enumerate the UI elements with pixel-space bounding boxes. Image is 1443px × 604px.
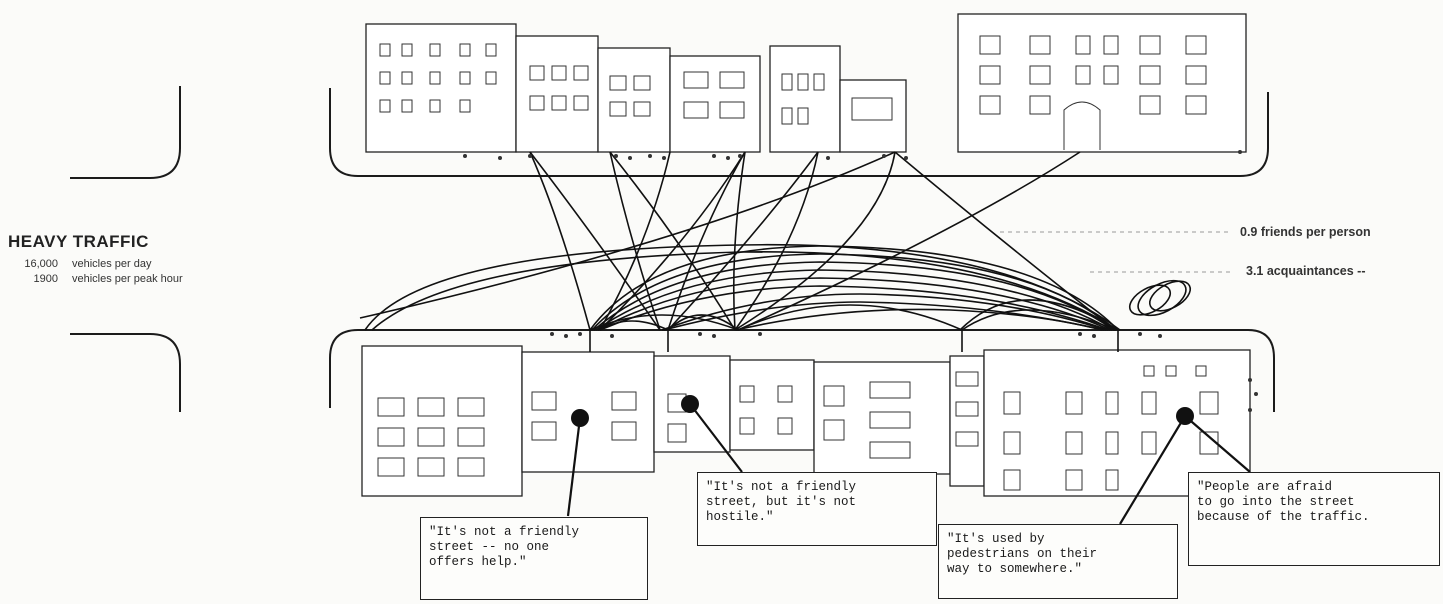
quote-marker-2 <box>681 395 699 413</box>
friends-stat: 0.9 friends per person <box>1240 225 1371 239</box>
traffic-daily-value: 16,000 <box>10 258 58 270</box>
top-buildings <box>366 14 1246 152</box>
quote-marker-3 <box>1176 407 1194 425</box>
quote-box-1: "It's not a friendly street -- no one of… <box>420 517 648 600</box>
intersection-curb-top <box>70 86 180 178</box>
traffic-peak-label: vehicles per peak hour <box>72 273 183 285</box>
traffic-peak-value: 1900 <box>10 273 58 285</box>
traffic-volume-peak: 1900 vehicles per peak hour <box>10 273 183 285</box>
intersection-curb-bottom <box>70 334 180 412</box>
traffic-volume-daily: 16,000 vehicles per day <box>10 258 152 270</box>
quote-box-2: "It's not a friendly street, but it's no… <box>697 472 937 546</box>
quote-box-3: "It's used by pedestrians on their way t… <box>938 524 1178 599</box>
quote-box-4: "People are afraid to go into the street… <box>1188 472 1440 566</box>
traffic-daily-label: vehicles per day <box>72 258 152 270</box>
traffic-title: HEAVY TRAFFIC <box>8 232 149 252</box>
neighbor-connections <box>360 152 1195 352</box>
quote-marker-1 <box>571 409 589 427</box>
acquaintances-stat: 3.1 acquaintances -- <box>1246 264 1366 278</box>
